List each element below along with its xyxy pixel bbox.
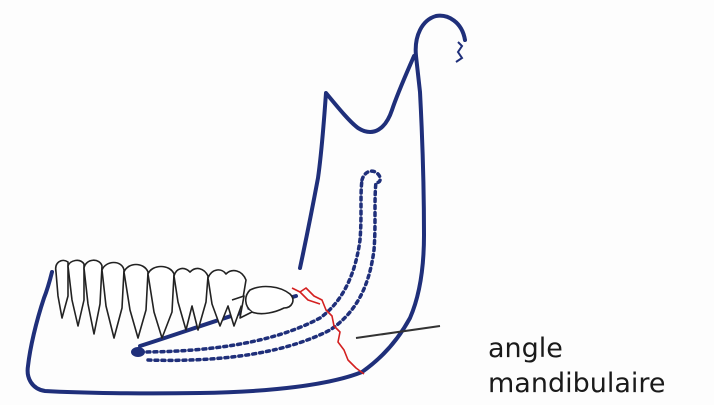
angle-label-line1: angle [488, 335, 563, 362]
mandibular-canal [140, 171, 380, 360]
teeth [56, 260, 293, 338]
mental-foramen [131, 347, 145, 357]
mandible-outline [28, 16, 465, 394]
angle-label-line2: mandibulaire [488, 370, 666, 397]
condyle-detail [456, 42, 462, 62]
